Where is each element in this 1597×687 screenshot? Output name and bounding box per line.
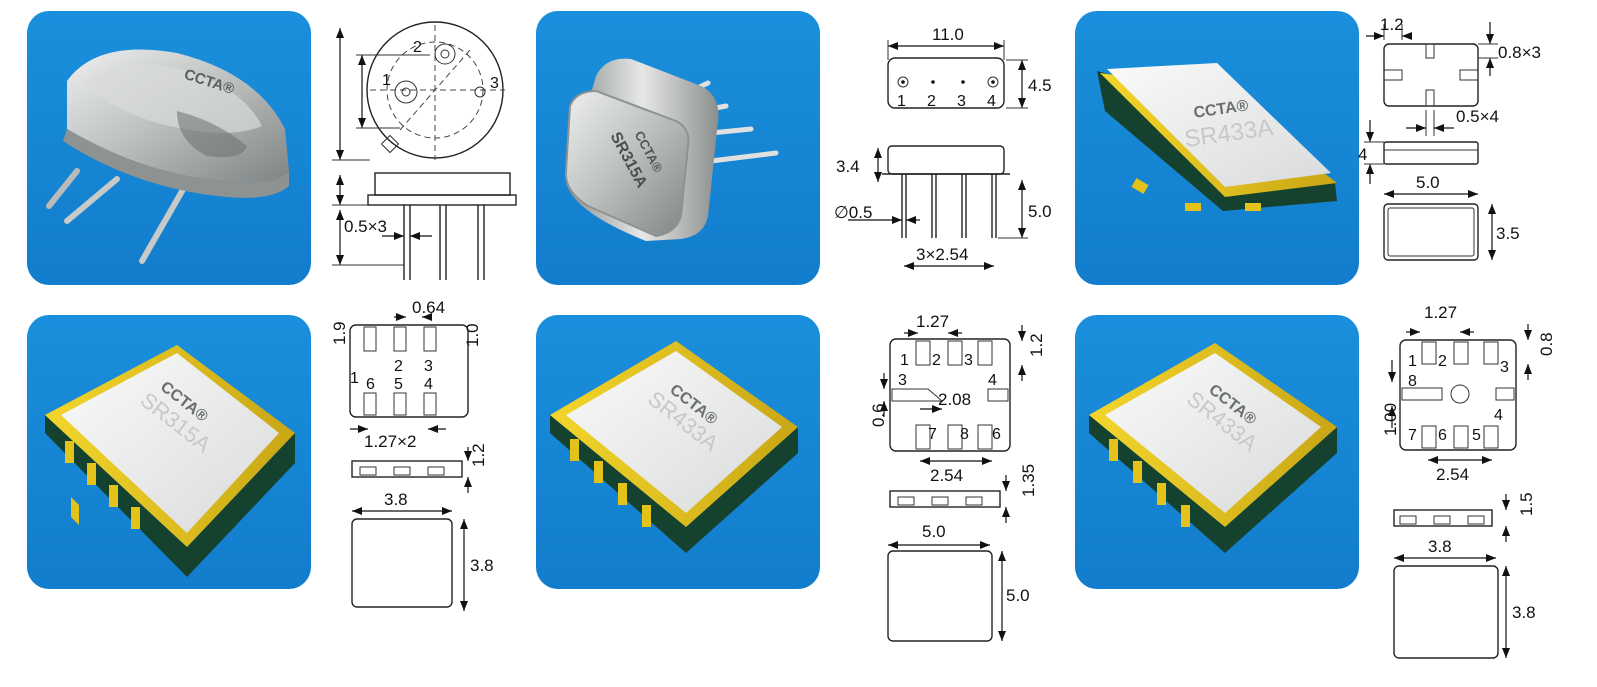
pin-label: 3 — [1500, 359, 1509, 376]
pin-label: 5 — [394, 376, 403, 393]
pin-label: 4 — [424, 376, 433, 393]
bottom-pitch: 2.54 — [930, 466, 963, 485]
pin-label: 5 — [1472, 427, 1481, 444]
package-height: 3.8 — [470, 556, 494, 575]
package-thickness: 1.35 — [1019, 464, 1038, 497]
pin-label: 1 — [350, 370, 359, 387]
pad-gap: 0.64 — [412, 298, 445, 317]
package-width: 3.5 — [1496, 224, 1520, 243]
pin-label: 2 — [413, 39, 422, 56]
pin-label: 3 — [964, 352, 973, 369]
smd3838b-dimension-drawing: 1.27 1 2 3 8 4 7 6 5 1.00 0.8 2.54 1.5 3… — [1381, 303, 1556, 659]
bottom-pitch: 2.54 — [1436, 465, 1469, 484]
dip-lead-diameter: ∅0.5 — [834, 203, 872, 222]
pad-width: 1.2 — [1380, 15, 1404, 34]
product-photo-smd-3838-sr433a: CCTA® SR433A — [1075, 315, 1359, 589]
pin-label: 4 — [987, 93, 996, 110]
pad-small: 0.5×4 — [1456, 107, 1499, 126]
dip-pitch: 3×2.54 — [916, 245, 968, 264]
package-thickness: 1.2 — [469, 443, 488, 467]
package-width: 3.8 — [1428, 537, 1452, 556]
dip-body-height: 3.4 — [836, 157, 860, 176]
dip-height: 4.5 — [1028, 76, 1052, 95]
dip-lead-length: 5.0 — [1028, 202, 1052, 221]
package-thickness: 4 — [1358, 145, 1367, 164]
pin-label: 6 — [992, 426, 1001, 443]
pin-label: 2 — [1438, 353, 1447, 370]
side-pad: 0.6 — [869, 403, 888, 427]
to39-can-illustration: CCTA® — [27, 11, 311, 285]
pin-label: 2 — [927, 93, 936, 110]
pin-label: 3 — [424, 358, 433, 375]
package-thickness: 1.5 — [1517, 492, 1536, 516]
pin-label: 7 — [928, 426, 937, 443]
smd-5035-illustration: CCTA® SR433A — [1075, 11, 1359, 285]
top-pitch: 1.27 — [916, 312, 949, 331]
top-pitch: 1.27 — [1424, 303, 1457, 322]
pad-height: 0.8×3 — [1498, 43, 1541, 62]
smd3838-dimension-drawing: 0.64 2 3 1 6 5 4 1.9 1.0 1.27×2 1.2 3.8 … — [330, 298, 494, 611]
to39-dimension-drawing: 2 1 3 0.5×3 — [332, 21, 517, 280]
top-pad: 1.2 — [1027, 333, 1046, 357]
pin-label: 8 — [960, 426, 969, 443]
package-height: 5.0 — [1006, 586, 1030, 605]
pin-label: 3 — [490, 75, 499, 92]
pin-label: 6 — [366, 376, 375, 393]
product-photo-smd-sr315a: CCTA® SR315A — [27, 315, 311, 589]
pin-label: 1 — [1408, 353, 1417, 370]
pin-label: 2 — [394, 358, 403, 375]
pin-label: 1 — [382, 72, 391, 89]
pad-pitch: 1.27×2 — [364, 432, 416, 451]
smd-3838-illustration: CCTA® SR315A — [27, 315, 311, 589]
pin-label: 1 — [900, 352, 909, 369]
pin-label: 8 — [1408, 373, 1417, 390]
package-width: 5.0 — [922, 522, 946, 541]
pin-label: 3 — [957, 93, 966, 110]
pin-label: 6 — [1438, 427, 1447, 444]
package-width: 3.8 — [384, 490, 408, 509]
product-photo-dip-sr315a: CCTA® SR315A — [536, 11, 820, 285]
smd5035-dimension-drawing: 1.2 0.8×3 0.5×4 4 5.0 3.5 — [1358, 15, 1541, 261]
package-length: 5.0 — [1416, 173, 1440, 192]
smd-5050-illustration: CCTA® SR433A — [536, 315, 820, 589]
pin-label: 2 — [932, 352, 941, 369]
top-pad: 0.8 — [1537, 332, 1556, 356]
pin-label: 7 — [1408, 427, 1417, 444]
pin-label: 4 — [988, 372, 997, 389]
product-photo-smd-sr433a: CCTA® SR433A — [1075, 11, 1359, 285]
package-height: 3.8 — [1512, 603, 1536, 622]
pin-label: 1 — [897, 93, 906, 110]
smd5050-dimension-drawing: 1.27 1 2 3 3 4 2.08 7 8 6 0.6 1.2 2.54 1… — [869, 312, 1046, 642]
dip-can-illustration: CCTA® SR315A — [536, 11, 820, 285]
dip-dimension-drawing: 11.0 1 2 3 4 4.5 3.4 5.0 ∅0.5 3×2.54 — [834, 25, 1052, 270]
product-photo-to39: CCTA® — [27, 11, 311, 285]
pad-height: 1.0 — [463, 323, 482, 347]
dip-width: 11.0 — [932, 25, 964, 44]
pin-label: 4 — [1494, 407, 1503, 424]
lead-dimension: 0.5×3 — [344, 217, 387, 236]
side-pad: 1.00 — [1381, 403, 1400, 436]
product-photo-smd-5050-sr433a: CCTA® SR433A — [536, 315, 820, 589]
pad-length: 1.9 — [330, 321, 349, 345]
pin-label: 3 — [898, 372, 907, 389]
center-pad: 2.08 — [938, 390, 971, 409]
smd-3838b-illustration: CCTA® SR433A — [1075, 315, 1359, 589]
